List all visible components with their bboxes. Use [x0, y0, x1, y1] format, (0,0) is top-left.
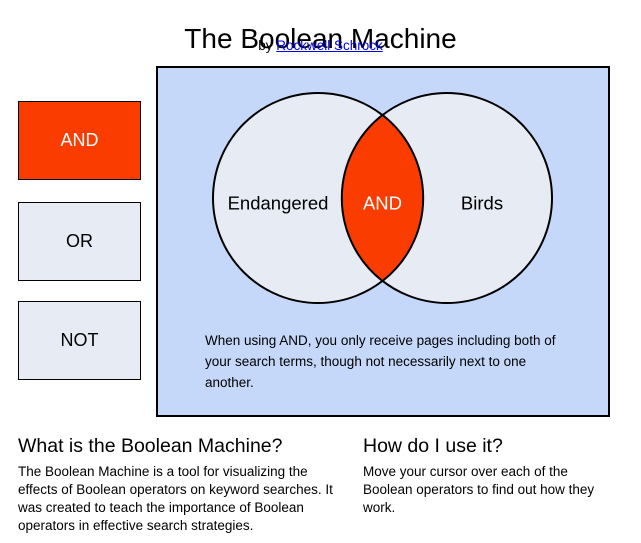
operator-description: When using AND, you only receive pages i…: [205, 333, 556, 390]
what-is-heading: What is the Boolean Machine?: [18, 435, 283, 457]
byline-prefix: by: [258, 38, 277, 53]
left-circle-label: Endangered: [228, 193, 329, 214]
author-link[interactable]: Rockwell Schrock: [276, 38, 383, 53]
how-to-body: Move your cursor over each of the Boolea…: [363, 464, 595, 515]
not-button-label: NOT: [60, 330, 99, 350]
intersection-region: [340, 113, 425, 283]
or-operator-button[interactable]: OR: [18, 202, 141, 281]
right-circle-label: Birds: [461, 193, 503, 214]
intersection-label: AND: [363, 193, 402, 214]
not-operator-button[interactable]: NOT: [18, 301, 141, 380]
page-title: The Boolean Machine: [184, 22, 457, 54]
or-button-label: OR: [66, 231, 93, 251]
venn-panel: Endangered AND Birds When using AND, you…: [156, 66, 610, 417]
what-is-body: The Boolean Machine is a tool for visual…: [18, 464, 333, 533]
venn-diagram: Endangered AND Birds: [212, 92, 553, 304]
and-operator-button[interactable]: AND: [18, 101, 141, 180]
and-button-label: AND: [60, 130, 99, 150]
how-to-heading: How do I use it?: [363, 435, 503, 457]
byline: by Rockwell Schrock: [0, 38, 641, 53]
